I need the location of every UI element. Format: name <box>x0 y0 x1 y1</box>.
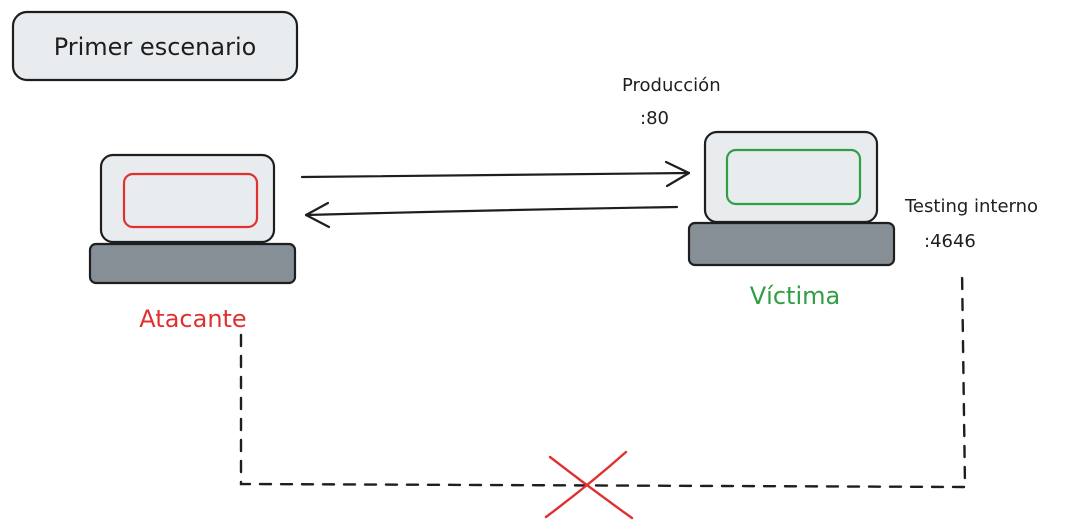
blocked-connection-path <box>239 268 967 489</box>
testing-label: Testing interno <box>904 196 1038 217</box>
cross-icon <box>544 450 634 520</box>
attacker-screen <box>122 172 259 229</box>
victim-screen <box>725 148 862 206</box>
request-arrow <box>300 160 691 188</box>
attacker-base <box>88 242 297 285</box>
victim-computer: Víctima <box>687 130 896 310</box>
response-arrow-line <box>304 205 679 217</box>
response-arrow <box>304 201 679 229</box>
production-port: :80 <box>640 108 669 129</box>
request-arrow-line <box>300 171 691 179</box>
attacker-computer: Atacante <box>88 153 297 333</box>
diagram-title: Primer escenario <box>54 33 257 61</box>
cross-icon-stroke-b <box>544 450 628 519</box>
response-arrowhead <box>304 201 331 229</box>
cross-icon-stroke-a <box>548 455 634 520</box>
title-box-frame <box>11 10 299 82</box>
victim-base <box>687 221 896 267</box>
request-arrowhead <box>664 160 691 188</box>
testing-port: :4646 <box>924 231 976 252</box>
title-box: Primer escenario <box>11 10 299 82</box>
victim-label: Víctima <box>750 282 840 310</box>
attacker-label: Atacante <box>139 305 246 333</box>
production-label: Producción <box>622 75 721 96</box>
